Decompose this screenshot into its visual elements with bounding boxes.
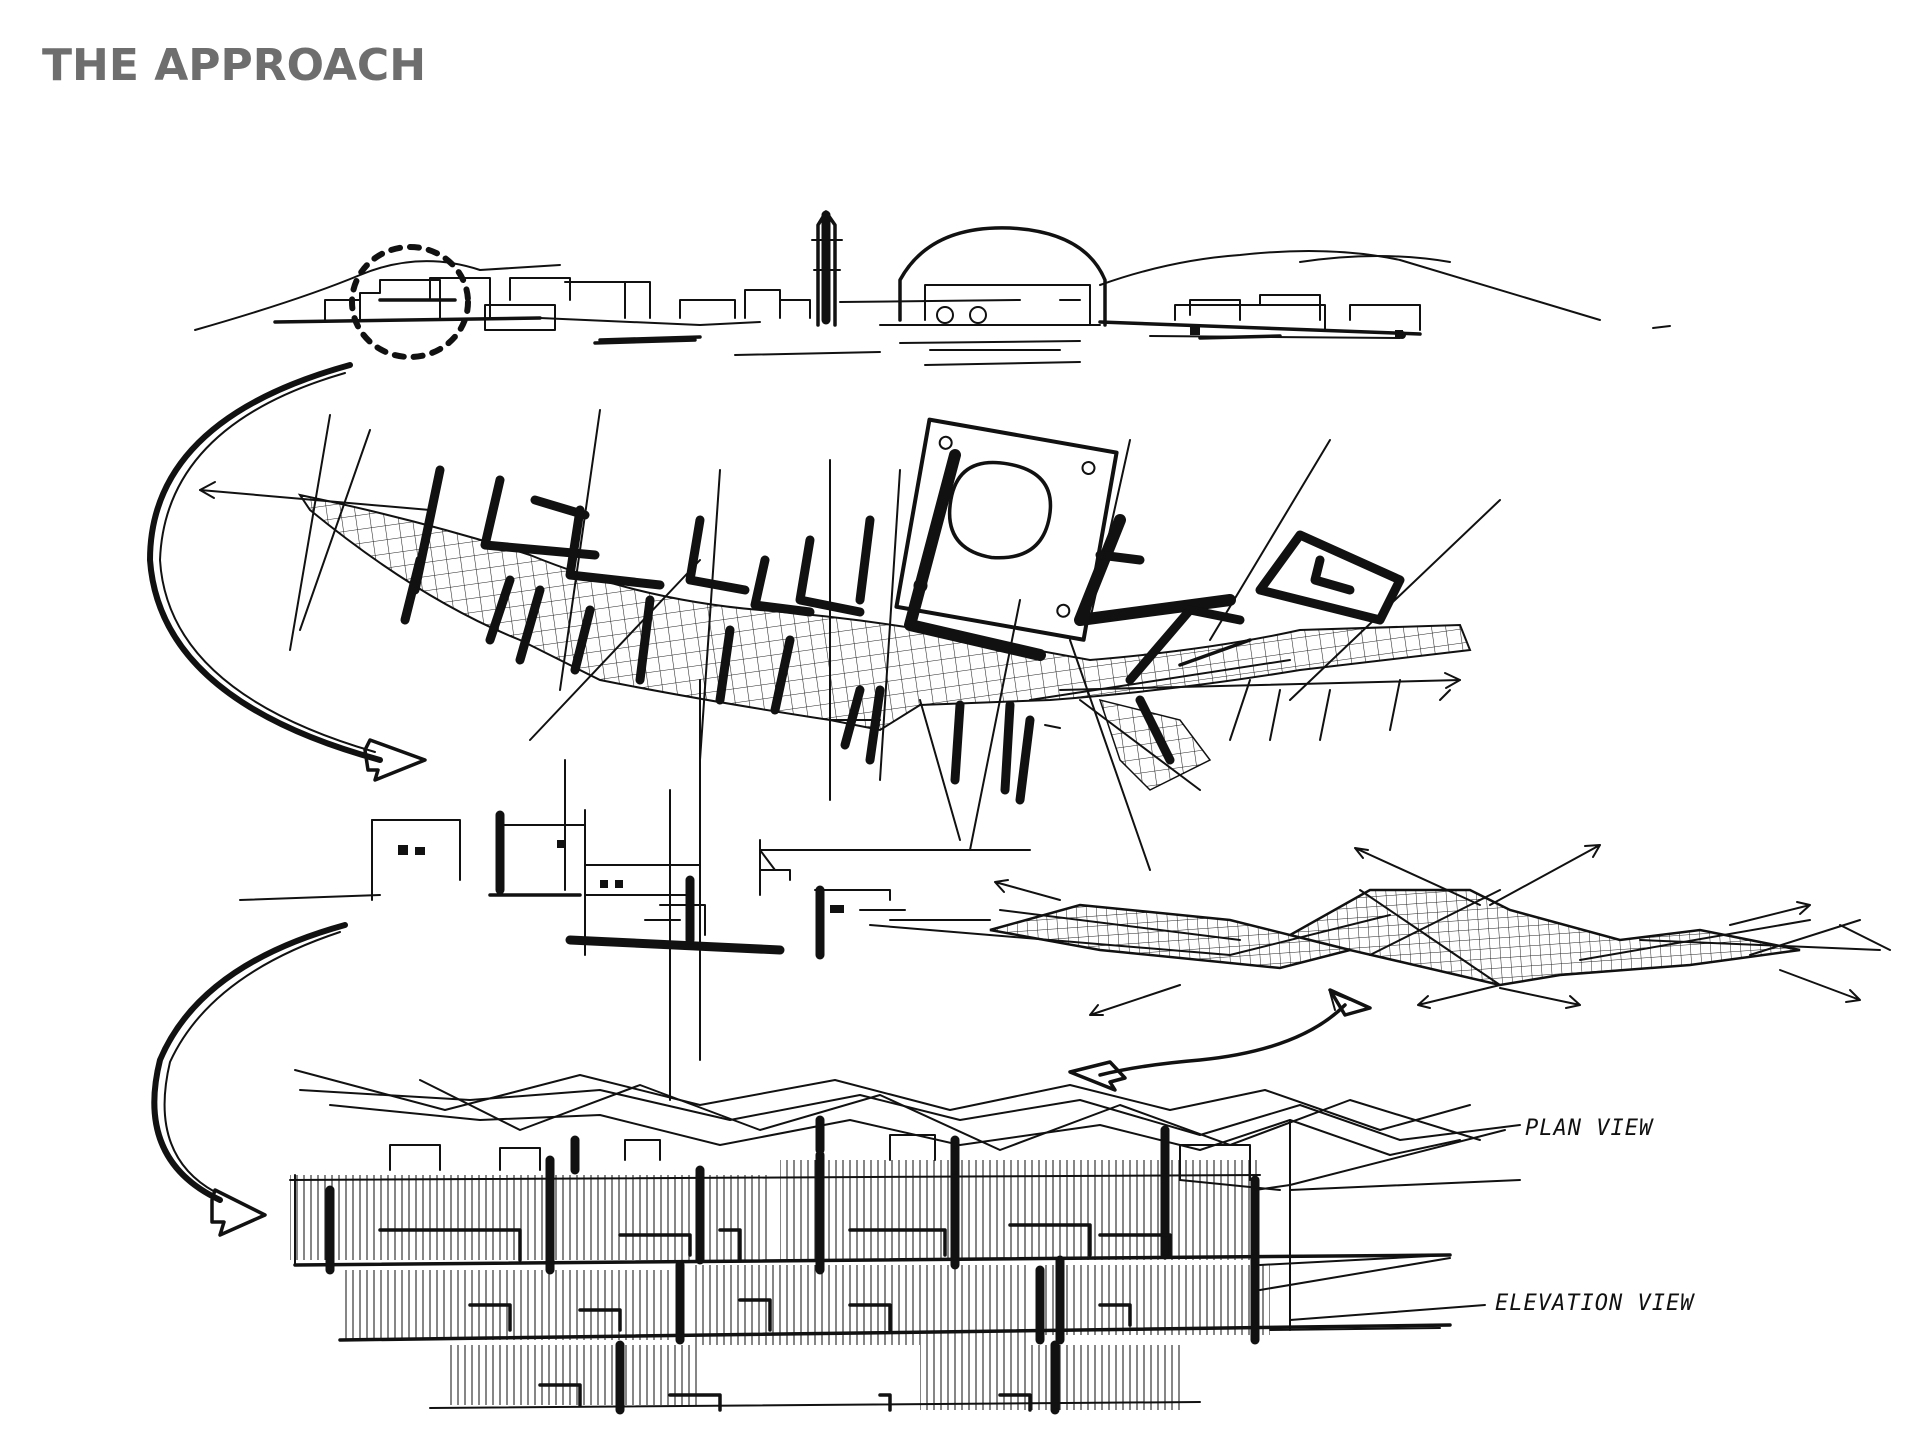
diamond-roof-sketch: [869, 844, 1891, 1016]
curved-arrow-2: [1068, 988, 1372, 1092]
plan-view-zigzag: [294, 1069, 1521, 1156]
curved-arrow-1: [147, 362, 427, 782]
elevation-sketch: [289, 1115, 1521, 1415]
skyline-sketch: [194, 210, 1671, 366]
page-title: THE APPROACH: [42, 40, 427, 91]
plan-sketch: [199, 409, 1501, 871]
plan-view-label: PLAN VIEW: [1525, 1116, 1654, 1141]
view-labels: PLAN VIEW ELEVATION VIEW: [1289, 1116, 1695, 1321]
curved-arrow-3: [151, 922, 348, 1237]
section-sketch: [239, 679, 1031, 1101]
elevation-view-label: ELEVATION VIEW: [1495, 1291, 1695, 1316]
